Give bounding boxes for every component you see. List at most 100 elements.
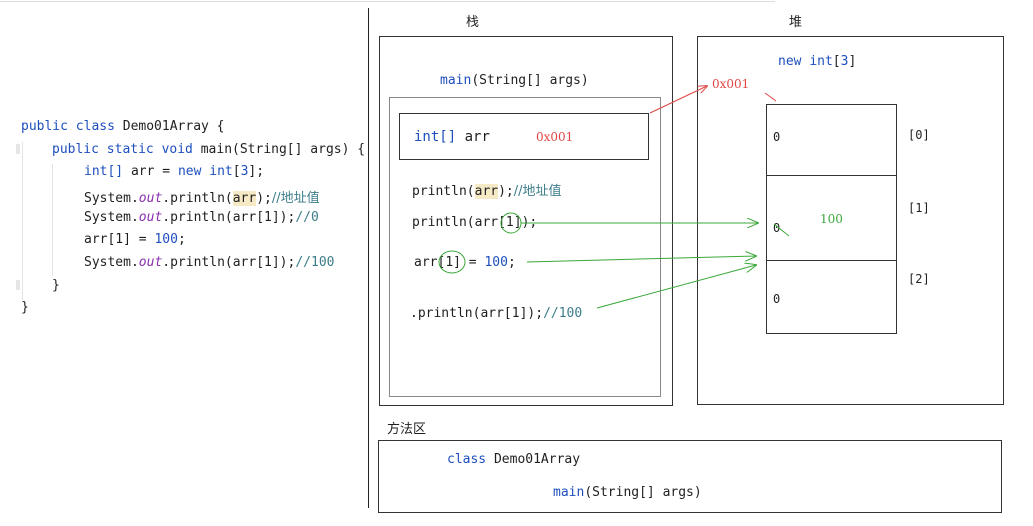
index-circle bbox=[438, 250, 466, 274]
code-text: .println( bbox=[162, 191, 233, 206]
array-cell-1-value: 0 bbox=[773, 221, 781, 235]
code-line-declare: int[] arr = new int[3]; bbox=[84, 164, 264, 179]
code-text: println( bbox=[412, 184, 475, 199]
comment: //100 bbox=[543, 306, 583, 321]
code-text: ; bbox=[177, 232, 186, 247]
type: int[] bbox=[414, 129, 457, 145]
array-index-1: [1] bbox=[908, 201, 930, 215]
comment: //100 bbox=[295, 255, 335, 270]
comment: //0 bbox=[295, 210, 319, 225]
type: int bbox=[809, 54, 833, 69]
code-line-class: public class Demo01Array { bbox=[21, 119, 225, 134]
code-text: ); bbox=[498, 184, 514, 199]
array-cell-2-value: 0 bbox=[773, 292, 781, 306]
code-text: System. bbox=[84, 255, 139, 270]
code-line-close-method: } bbox=[52, 278, 60, 293]
indent-guide bbox=[52, 164, 53, 276]
code-text: .println(arr[1]); bbox=[162, 210, 296, 225]
number: 100 bbox=[484, 255, 508, 270]
arr-address-value: 0x001 bbox=[536, 130, 574, 144]
field: out bbox=[138, 210, 163, 225]
reference-arrow bbox=[649, 86, 707, 114]
code-text: .println(arr[1]); bbox=[410, 306, 544, 321]
code-line-main: public static void main(String[] args) { bbox=[52, 142, 365, 157]
keyword: public static void bbox=[52, 142, 193, 157]
code-text: ] bbox=[848, 54, 857, 69]
top-divider bbox=[0, 1, 775, 2]
method-area-box bbox=[378, 440, 1002, 513]
method-name: main bbox=[553, 485, 585, 500]
heap-address-label: 0x001 bbox=[712, 77, 750, 91]
highlight-arr: arr bbox=[474, 184, 499, 199]
stack-line-print-100: .println(arr[1]);//100 bbox=[410, 306, 582, 321]
method-area-main: main(String[] args) bbox=[553, 485, 702, 500]
stack-title: 栈 bbox=[466, 15, 480, 30]
type: int bbox=[209, 164, 233, 179]
keyword: new bbox=[177, 164, 202, 179]
heap-box bbox=[697, 36, 1004, 405]
stack-box bbox=[379, 36, 673, 406]
method-signature: main(String[] args) bbox=[200, 142, 350, 157]
section-divider bbox=[368, 8, 369, 508]
array-cell-1-new-value: 100 bbox=[820, 212, 843, 226]
method-area-title: 方法区 bbox=[387, 422, 427, 437]
code-line-assign: arr[1] = 100; bbox=[84, 232, 186, 247]
keyword: new bbox=[778, 54, 802, 69]
method-name: main bbox=[440, 73, 472, 88]
code-text: System. bbox=[84, 210, 139, 225]
number: 100 bbox=[154, 232, 178, 247]
code-text: ; bbox=[507, 255, 516, 270]
index-1: 1 bbox=[445, 255, 454, 270]
field: out bbox=[138, 255, 163, 270]
heap-new-expression: new int[3] bbox=[778, 54, 856, 69]
code-text: arr = bbox=[123, 164, 178, 179]
arr-variable-box bbox=[399, 113, 649, 160]
code-text: [ bbox=[832, 54, 841, 69]
stack-main-signature: main(String[] args) bbox=[440, 73, 589, 88]
code-text: arr[1] = bbox=[84, 232, 155, 247]
code-line-print-arr: System.out.println(arr);//地址值 bbox=[84, 187, 320, 206]
class-name: Demo01Array bbox=[493, 452, 581, 467]
brace: { bbox=[216, 119, 225, 134]
stack-line-assign: arr[1] = 100; bbox=[414, 255, 516, 270]
array-object bbox=[766, 104, 897, 334]
fold-marker bbox=[16, 280, 20, 290]
stack-line-print-arr: println(arr);//地址值 bbox=[412, 180, 562, 199]
array-cell-0-value: 0 bbox=[773, 130, 781, 144]
code-text: println(arr[ bbox=[412, 215, 506, 230]
brace: { bbox=[357, 142, 366, 157]
indent-guide bbox=[22, 142, 23, 300]
type: int[] bbox=[84, 164, 124, 179]
code-text: ); bbox=[256, 191, 272, 206]
code-text: (String[] args) bbox=[584, 485, 702, 500]
index-1: 1 bbox=[505, 215, 514, 230]
arr-declaration: int[] arr bbox=[414, 129, 490, 145]
keyword: class bbox=[447, 452, 487, 467]
code-line-print-0: System.out.println(arr[1]);//0 bbox=[84, 210, 319, 225]
code-text: .println(arr[1]); bbox=[162, 255, 296, 270]
number: 3 bbox=[840, 54, 849, 69]
access-arrow bbox=[596, 265, 756, 309]
code-line-close-class: } bbox=[21, 300, 29, 315]
array-cell-divider bbox=[766, 175, 897, 176]
index-circle bbox=[500, 212, 522, 234]
array-cell-divider bbox=[766, 260, 897, 261]
code-line-print-100: System.out.println(arr[1]);//100 bbox=[84, 255, 334, 270]
overwrite-strike bbox=[773, 223, 790, 237]
array-index-0: [0] bbox=[908, 128, 930, 142]
highlight-arr: arr bbox=[232, 191, 257, 206]
main-frame-box bbox=[389, 97, 661, 397]
access-arrow bbox=[526, 256, 756, 263]
keyword: public class bbox=[21, 119, 115, 134]
number: 3 bbox=[240, 164, 249, 179]
code-text: arr[ bbox=[414, 255, 446, 270]
comment: //地址值 bbox=[271, 191, 320, 206]
code-text: [ bbox=[232, 164, 241, 179]
array-index-2: [2] bbox=[908, 272, 930, 286]
method-area-class: class Demo01Array bbox=[447, 452, 580, 467]
variable-name: arr bbox=[456, 129, 490, 145]
class-name: Demo01Array bbox=[122, 119, 209, 134]
heap-title: 堆 bbox=[789, 15, 803, 30]
code-text: ]; bbox=[248, 164, 265, 179]
